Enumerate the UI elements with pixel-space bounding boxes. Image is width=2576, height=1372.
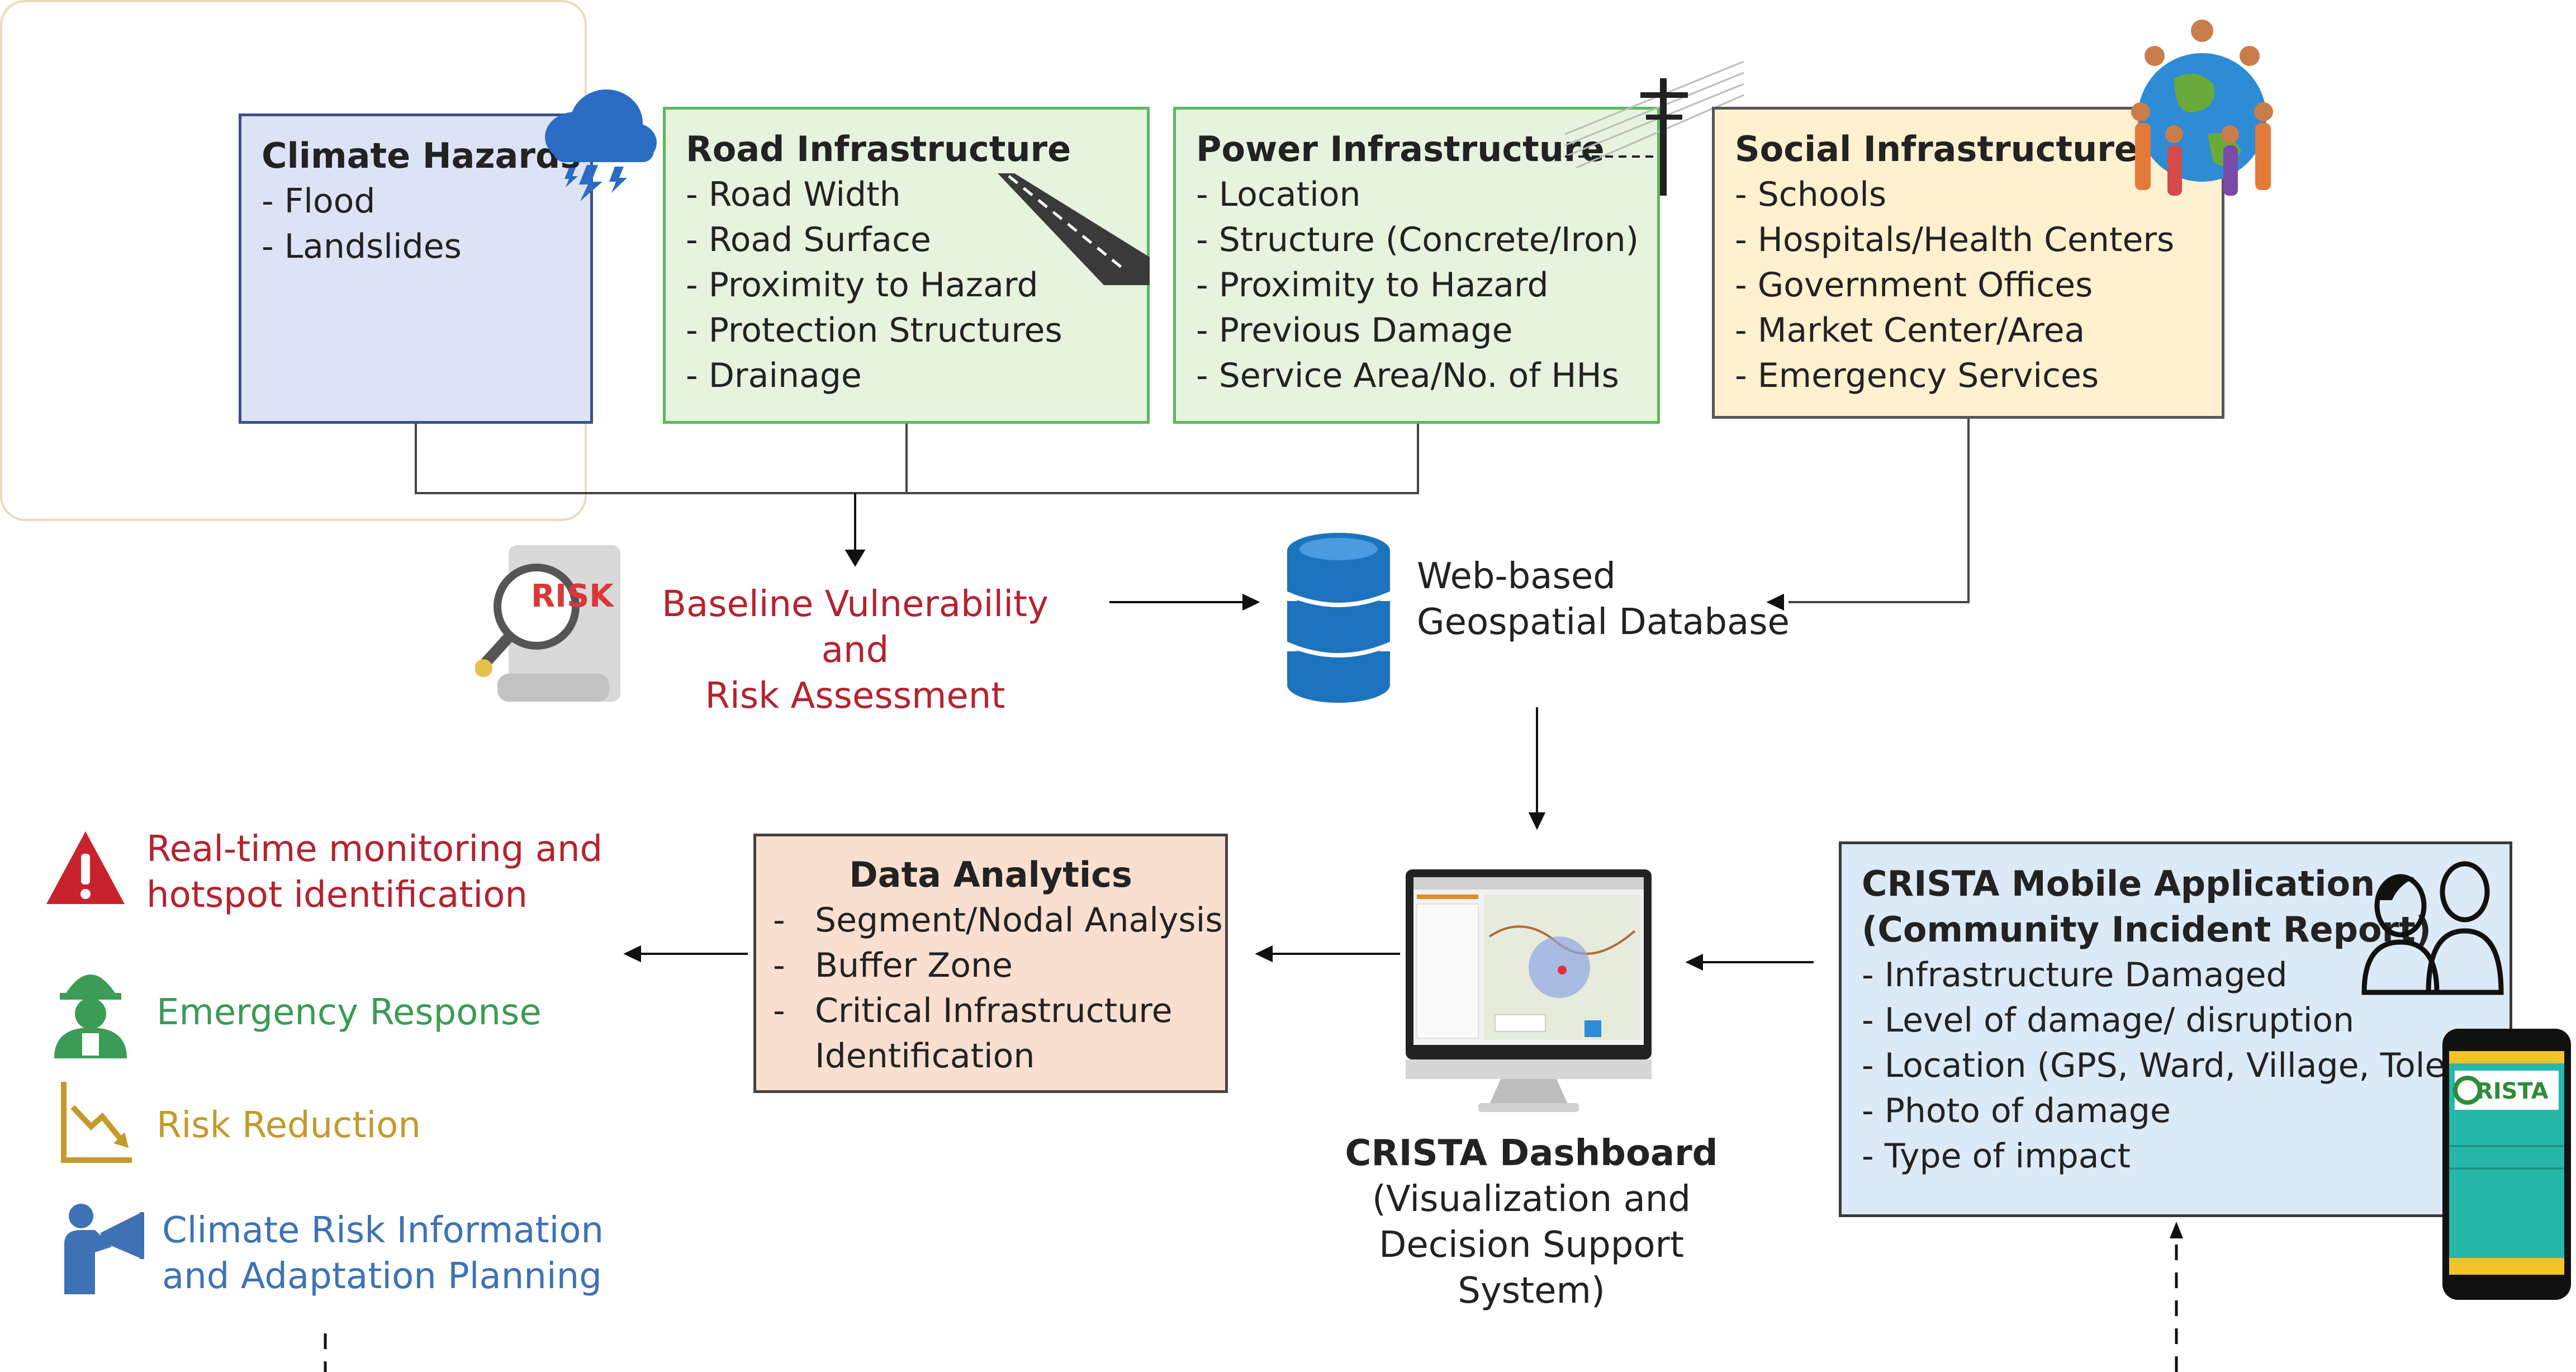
climate-hazards-title: Climate Hazards (262, 135, 581, 176)
risk-icon-text: RISK (531, 578, 615, 614)
monitor-icon (1406, 869, 1652, 1112)
list-item: - Flood (262, 182, 376, 221)
phone-logo-text: RISTA (2476, 1078, 2549, 1104)
database-line2: Geospatial Database (1417, 602, 1790, 643)
item-text: Identification (815, 1037, 1035, 1076)
item-text: Buffer Zone (815, 946, 1013, 985)
list-item: - Location (1196, 175, 1361, 214)
list-item: -Buffer Zone (773, 943, 1208, 988)
road-infrastructure-title: Road Infrastructure (686, 129, 1071, 169)
dashboard-label: CRISTA Dashboard (Visualization and Deci… (1341, 1130, 1721, 1314)
mobile-application-box: CRISTA Mobile Application (Community Inc… (1839, 841, 2512, 1217)
dashboard-title: CRISTA Dashboard (1345, 1133, 1718, 1174)
emergency-responder-icon (54, 974, 127, 1058)
database-icon (1286, 533, 1391, 703)
list-item: - Market Center/Area (1735, 311, 2085, 350)
database-line1: Web-based (1417, 556, 1616, 597)
list-item: - Proximity to Hazard (1196, 266, 1549, 305)
list-item: - Structure (Concrete/Iron) (1196, 220, 1639, 259)
realtime-monitoring-label: Real-time monitoring and hotspot identif… (146, 826, 603, 918)
power-infrastructure-box: Power Infrastructure - Location - Struct… (1173, 107, 1660, 424)
climate-info-line1: Climate Risk Information (162, 1210, 604, 1251)
database-label: Web-based Geospatial Database (1417, 553, 1790, 645)
globe-people-icon (2131, 20, 2273, 196)
mobile-app-title-2: (Community Incident Report) (1862, 909, 2432, 950)
list-item: - Service Area/No. of HHs (1196, 356, 1619, 395)
list-item: - Hospitals/Health Centers (1735, 220, 2175, 259)
list-item: - Type of impact (1862, 1137, 2131, 1176)
data-analytics-title: Data Analytics (849, 854, 1132, 895)
risk-reduction-chart-icon (61, 1082, 132, 1163)
list-item: - Government Offices (1735, 266, 2093, 305)
risk-reduction-label: Risk Reduction (156, 1105, 421, 1146)
list-item: - Landslides (262, 227, 462, 266)
item-text: Critical Infrastructure (815, 991, 1173, 1030)
storm-cloud-icon (545, 89, 657, 201)
baseline-assessment-label: Baseline Vulnerability and Risk Assessme… (637, 581, 1073, 719)
list-item: - Road Surface (686, 220, 931, 259)
bullet-dash: - (773, 946, 785, 985)
list-item: - Proximity to Hazard (686, 266, 1038, 305)
bullet-dash: - (773, 991, 785, 1030)
smartphone-icon: RISTA (2442, 1029, 2571, 1300)
realtime-line2: hotspot identification (146, 874, 528, 916)
list-item: - Location (GPS, Ward, Village, Tole) (1862, 1046, 2459, 1085)
bullet-spacer (773, 1034, 815, 1079)
climate-hazards-box: Climate Hazards - Flood - Landslides (239, 113, 593, 424)
list-item: - Previous Damage (1196, 311, 1513, 350)
list-item: - Infrastructure Damaged (1862, 955, 2288, 995)
climate-risk-info-label: Climate Risk Information and Adaptation … (162, 1208, 604, 1299)
social-infrastructure-title: Social Infrastructure (1735, 129, 2138, 169)
list-item: - Photo of damage (1862, 1091, 2171, 1130)
hazard-road-power-connector (415, 424, 1419, 494)
road-infrastructure-box: Road Infrastructure - Road Width - Road … (663, 107, 1150, 424)
realtime-line1: Real-time monitoring and (146, 829, 603, 870)
list-item: - Protection Structures (686, 311, 1062, 350)
list-item: - Level of damage/ disruption (1862, 1001, 2355, 1040)
social-connector (1789, 419, 1970, 603)
emergency-response-label: Emergency Response (156, 992, 542, 1033)
baseline-line2: Risk Assessment (705, 675, 1005, 717)
data-analytics-box: Data Analytics -Segment/Nodal Analysis -… (753, 834, 1228, 1093)
dashboard-line2: Decision Support (1379, 1224, 1684, 1266)
users-icon (2361, 861, 2504, 995)
baseline-line1: Baseline Vulnerability and (662, 584, 1049, 671)
list-item: -Segment/Nodal Analysis (773, 898, 1223, 943)
list-item: -Critical Infrastructure (773, 988, 1208, 1034)
bullet-dash: - (773, 901, 785, 940)
warning-icon (46, 831, 125, 904)
list-item: - Emergency Services (1735, 356, 2099, 395)
road-icon (998, 173, 1150, 285)
dashboard-line1: (Visualization and (1372, 1179, 1691, 1220)
list-item: - Drainage (686, 356, 862, 395)
item-text: Segment/Nodal Analysis (815, 901, 1223, 940)
risk-document-icon: RISK (475, 545, 620, 702)
mobile-app-title-1: CRISTA Mobile Application (1862, 863, 2375, 904)
list-item: - Schools (1735, 175, 1887, 214)
list-item: - Road Width (686, 175, 901, 214)
dashboard-line3: System) (1458, 1270, 1605, 1312)
climate-info-line2: and Adaptation Planning (162, 1256, 602, 1297)
power-infrastructure-title: Power Infrastructure (1196, 129, 1605, 169)
list-item: Identification (773, 1034, 1208, 1079)
megaphone-person-icon (64, 1204, 144, 1294)
